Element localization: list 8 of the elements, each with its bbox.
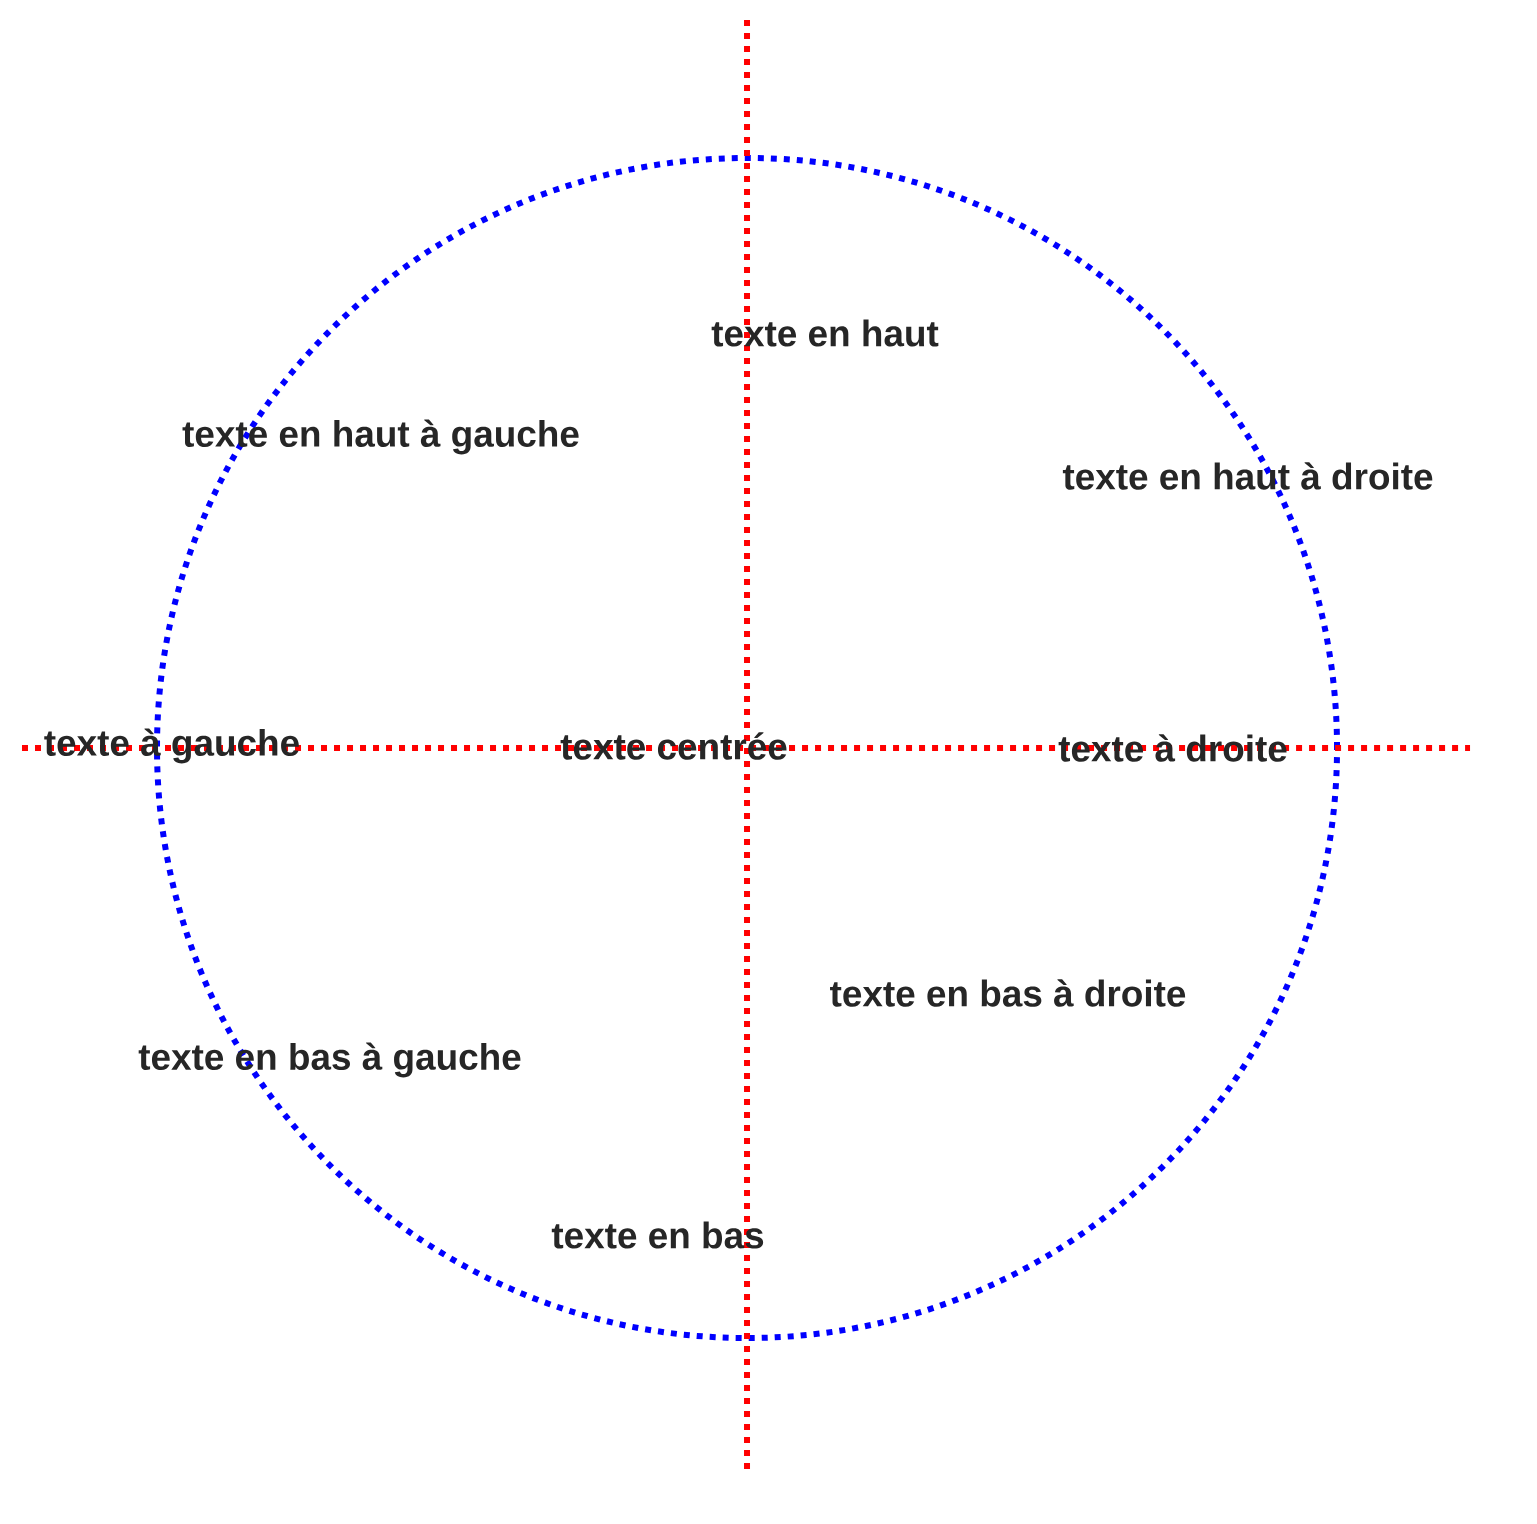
label: texte à droite [1058,734,1287,762]
label: texte en haut à gauche [182,419,579,455]
label: texte en bas [551,1221,764,1249]
label: texte en bas à gauche [138,1042,521,1078]
label: texte en bas à droite [830,979,1186,1007]
label: texte en haut [711,319,939,347]
label: texte centrée [560,732,787,760]
label: texte en haut à droite [1062,462,1433,490]
